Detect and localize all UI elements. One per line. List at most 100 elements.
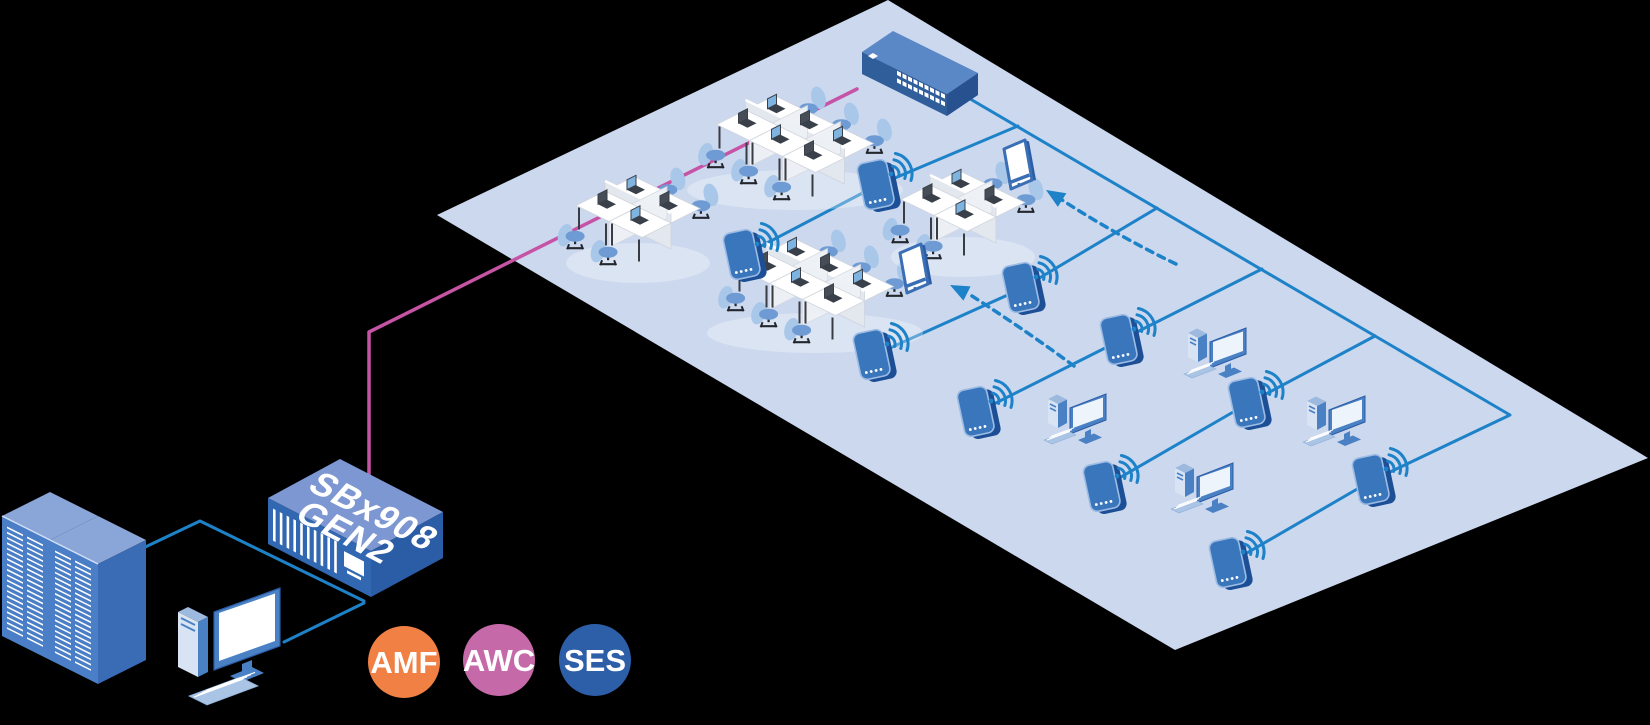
- wifi-signal-icon: [1131, 307, 1157, 337]
- arrowhead-icon: [1046, 190, 1067, 207]
- office-chair: [751, 301, 779, 328]
- trunk-line: [958, 91, 1512, 566]
- wifi-signal-icon: [1259, 370, 1285, 400]
- laptop: [824, 282, 843, 303]
- laptop: [626, 174, 645, 195]
- laptop: [771, 123, 790, 144]
- wifi-signal-icon: [1114, 454, 1140, 484]
- management-line: [282, 601, 366, 644]
- pc-tower: [1175, 463, 1194, 497]
- floor-devices: [722, 31, 1409, 591]
- roaming-arrow: [1046, 190, 1178, 266]
- laptop: [659, 190, 678, 211]
- badge-awc-circle: [463, 624, 535, 696]
- desk-pod: [687, 86, 903, 210]
- laptop: [853, 268, 872, 289]
- wifi-signal-icon: [1240, 530, 1266, 560]
- badge-amf: AMF: [368, 626, 440, 698]
- admin-keyboard: [187, 671, 260, 706]
- wifi-signal-icon: [988, 379, 1014, 409]
- badge-amf-label: AMF: [370, 645, 437, 680]
- laptop: [791, 266, 810, 287]
- access-point: [856, 152, 914, 213]
- laptop: [597, 188, 616, 209]
- service-badges: AMF AWC SES: [368, 624, 631, 698]
- office-chair: [784, 317, 812, 344]
- server-racks: [1, 492, 146, 684]
- access-point: [1099, 307, 1157, 368]
- pc-keyboard: [1183, 361, 1217, 379]
- access-point: [956, 379, 1014, 440]
- floor-area: [437, 0, 1648, 650]
- desk-pod: [882, 161, 1044, 277]
- desktop-pc: [1043, 393, 1107, 445]
- pc-monitor: [1069, 393, 1107, 444]
- switch-ports: [897, 70, 945, 107]
- access-point: [852, 322, 910, 383]
- tablet: [1002, 138, 1036, 191]
- laptop: [787, 236, 806, 257]
- desktop-pc: [1170, 462, 1234, 514]
- core-equipment: [1, 459, 443, 706]
- access-point: [1082, 454, 1140, 515]
- core-chassis: [268, 459, 443, 597]
- laptop: [767, 93, 786, 114]
- pc-monitor: [1328, 395, 1366, 446]
- pc-keyboard: [1302, 429, 1336, 447]
- roaming-arrows: [950, 190, 1178, 368]
- office-chair: [764, 174, 792, 201]
- desk-pod: [557, 167, 719, 283]
- badge-amf-circle: [368, 626, 440, 698]
- access-point: [1001, 255, 1059, 316]
- laptop: [951, 168, 970, 189]
- pc-keyboard: [1170, 496, 1204, 514]
- desk-pod: [707, 229, 923, 353]
- pc-tower: [1307, 396, 1326, 430]
- access-point: [1351, 447, 1409, 508]
- wifi-signal-icon: [888, 152, 914, 182]
- desktop-pc: [1183, 327, 1247, 379]
- laptop: [922, 182, 941, 203]
- network-switch: [862, 31, 978, 116]
- pc-monitor: [1209, 327, 1247, 378]
- wifi-signal-icon: [884, 322, 910, 352]
- tablet: [898, 242, 932, 295]
- pc-keyboard: [1043, 427, 1077, 445]
- laptop: [955, 198, 974, 219]
- laptop: [833, 125, 852, 146]
- wifi-signal-icon: [1383, 447, 1409, 477]
- roaming-arrow: [950, 285, 1076, 368]
- badge-awc: AWC: [463, 624, 535, 696]
- badge-ses-label: SES: [564, 643, 626, 678]
- pc-monitor: [1196, 462, 1234, 513]
- access-point: [1227, 370, 1285, 431]
- laptop: [804, 139, 823, 160]
- desktop-pc: [1302, 395, 1366, 447]
- laptop: [800, 109, 819, 130]
- office-chair: [698, 142, 726, 169]
- wifi-signal-icon: [1033, 255, 1059, 285]
- laptop: [738, 107, 757, 128]
- office-chair: [731, 158, 759, 185]
- desk-pods: [557, 86, 1044, 353]
- laptop: [820, 252, 839, 273]
- wifi-signal-icon: [754, 222, 780, 252]
- badge-ses-circle: [559, 624, 631, 696]
- office-chair: [557, 223, 585, 250]
- office-chair: [590, 239, 618, 266]
- office-chair: [864, 118, 892, 155]
- office-chair: [718, 285, 746, 312]
- laptop: [984, 184, 1003, 205]
- pc-tower: [1048, 394, 1067, 428]
- office-chair: [882, 217, 910, 244]
- office-floor: [437, 0, 1648, 650]
- admin-pc: [178, 587, 281, 706]
- badge-awc-label: AWC: [463, 643, 535, 678]
- pc-tower: [1188, 328, 1207, 362]
- arrowhead-icon: [950, 285, 971, 301]
- laptop: [630, 204, 649, 225]
- badge-ses: SES: [559, 624, 631, 696]
- access-point: [722, 222, 780, 283]
